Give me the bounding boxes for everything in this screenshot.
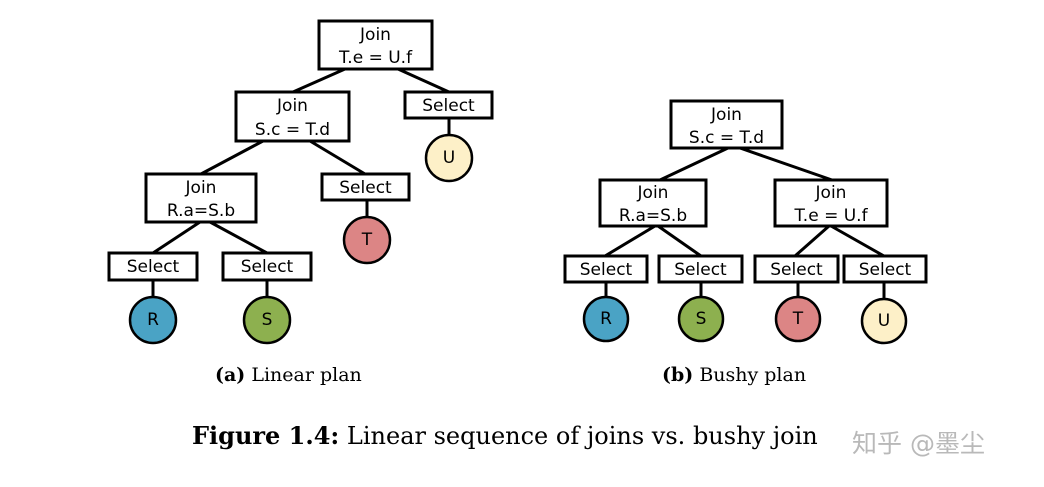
bushy-join-node-left-cond: R.a=S.b xyxy=(619,206,687,226)
join-node-1: Join R.a=S.b xyxy=(144,172,258,224)
relation-u: U xyxy=(424,133,474,183)
join-node-root-cond: T.e = U.f xyxy=(338,48,413,68)
edge-linear-join2-select-t xyxy=(309,139,366,176)
join-node-1-cond: R.a=S.b xyxy=(167,201,235,221)
relation-t: T xyxy=(342,215,392,265)
bushy-relation-t: T xyxy=(774,295,822,343)
figure-caption-text: Linear sequence of joins vs. bushy join xyxy=(346,422,818,450)
relation-u-circle xyxy=(424,133,474,183)
select-node-s: Select xyxy=(221,251,313,282)
bushy-relation-t-circle xyxy=(774,295,822,343)
edge-linear-root-join2 xyxy=(292,67,346,94)
figure-caption: Figure 1.4: Linear sequence of joins vs.… xyxy=(192,421,818,450)
bushy-select-node-r: Select xyxy=(563,254,649,284)
edge-bushy-root-right-join xyxy=(739,146,833,182)
select-node-t: Select xyxy=(320,172,411,202)
bushy-select-node-r-label: Select xyxy=(580,260,633,280)
edge-linear-join2-join1 xyxy=(200,139,264,176)
join-node-2-op: Join xyxy=(276,96,308,116)
select-node-u: Select xyxy=(403,90,494,120)
join-node-root-op: Join xyxy=(359,25,391,45)
edge-bushy-left-join-select-s xyxy=(657,224,702,258)
edge-linear-join1-select-s xyxy=(209,220,268,255)
subcaption-linear-plan-label: (a) xyxy=(215,364,246,386)
relation-s-circle xyxy=(242,295,292,345)
bushy-relation-s: S xyxy=(677,295,725,343)
bushy-plan: Join S.c = T.d Join R.a=S.b Join T.e = U… xyxy=(563,99,928,345)
bushy-join-node-root: Join S.c = T.d xyxy=(669,99,784,150)
bushy-join-node-root-op: Join xyxy=(710,105,742,125)
bushy-join-node-left: Join R.a=S.b xyxy=(598,178,708,228)
select-node-r: Select xyxy=(107,251,199,282)
figure-caption-label: Figure 1.4: xyxy=(192,421,340,450)
bushy-relation-u: U xyxy=(860,297,908,345)
bushy-relation-u-label: U xyxy=(878,311,890,331)
edge-bushy-left-join-select-r xyxy=(604,224,656,258)
relation-r-label: R xyxy=(147,310,159,330)
relation-r-circle xyxy=(128,295,178,345)
relation-t-label: T xyxy=(361,230,373,250)
relation-s-label: S xyxy=(262,310,273,330)
bushy-relation-s-label: S xyxy=(696,309,707,329)
bushy-relation-u-circle xyxy=(860,297,908,345)
bushy-join-node-right-op: Join xyxy=(815,183,847,203)
bushy-select-node-u: Select xyxy=(842,254,928,284)
bushy-relation-s-circle xyxy=(677,295,725,343)
select-node-t-label: Select xyxy=(339,178,392,198)
join-node-2-cond: S.c = T.d xyxy=(255,120,330,140)
bushy-relation-r-label: R xyxy=(600,309,612,329)
subcaption-bushy-plan: (b) Bushy plan xyxy=(662,364,806,386)
edge-linear-root-select-u xyxy=(397,67,450,94)
join-node-2: Join S.c = T.d xyxy=(234,90,351,143)
bushy-join-node-right-cond: T.e = U.f xyxy=(793,206,868,226)
subcaption-linear-plan-text: Linear plan xyxy=(251,364,362,386)
bushy-relation-r: R xyxy=(582,295,630,343)
relation-r: R xyxy=(128,295,178,345)
bushy-select-node-t-label: Select xyxy=(770,260,823,280)
bushy-select-node-t: Select xyxy=(753,254,840,284)
bushy-join-node-root-cond: S.c = T.d xyxy=(689,128,764,148)
select-node-r-label: Select xyxy=(127,257,180,277)
bushy-relation-r-circle xyxy=(582,295,630,343)
join-node-root: Join T.e = U.f xyxy=(317,19,434,71)
relation-s: S xyxy=(242,295,292,345)
bushy-join-node-right: Join T.e = U.f xyxy=(773,178,889,228)
relation-t-circle xyxy=(342,215,392,265)
linear-plan: Join T.e = U.f Join S.c = T.d Join R.a=S… xyxy=(107,19,494,345)
bushy-select-node-u-label: Select xyxy=(859,260,912,280)
subcaption-linear-plan: (a) Linear plan xyxy=(215,364,362,386)
edge-bushy-right-join-select-u xyxy=(830,224,885,258)
bushy-join-node-left-op: Join xyxy=(637,183,669,203)
relation-u-label: U xyxy=(443,148,455,168)
bushy-relation-t-label: T xyxy=(792,309,804,329)
subcaption-bushy-plan-text: Bushy plan xyxy=(699,364,807,386)
join-node-1-op: Join xyxy=(185,178,217,198)
edge-bushy-root-left-join xyxy=(659,146,729,182)
edge-bushy-right-join-select-t xyxy=(794,224,830,258)
zhihu-watermark: 知乎 @墨尘 xyxy=(852,429,985,458)
bushy-select-node-s-label: Select xyxy=(674,260,727,280)
select-node-s-label: Select xyxy=(241,257,294,277)
bushy-select-node-s: Select xyxy=(657,254,744,284)
subcaption-bushy-plan-label: (b) xyxy=(662,364,694,386)
edge-linear-join1-select-r xyxy=(152,220,201,255)
select-node-u-label: Select xyxy=(422,96,475,116)
